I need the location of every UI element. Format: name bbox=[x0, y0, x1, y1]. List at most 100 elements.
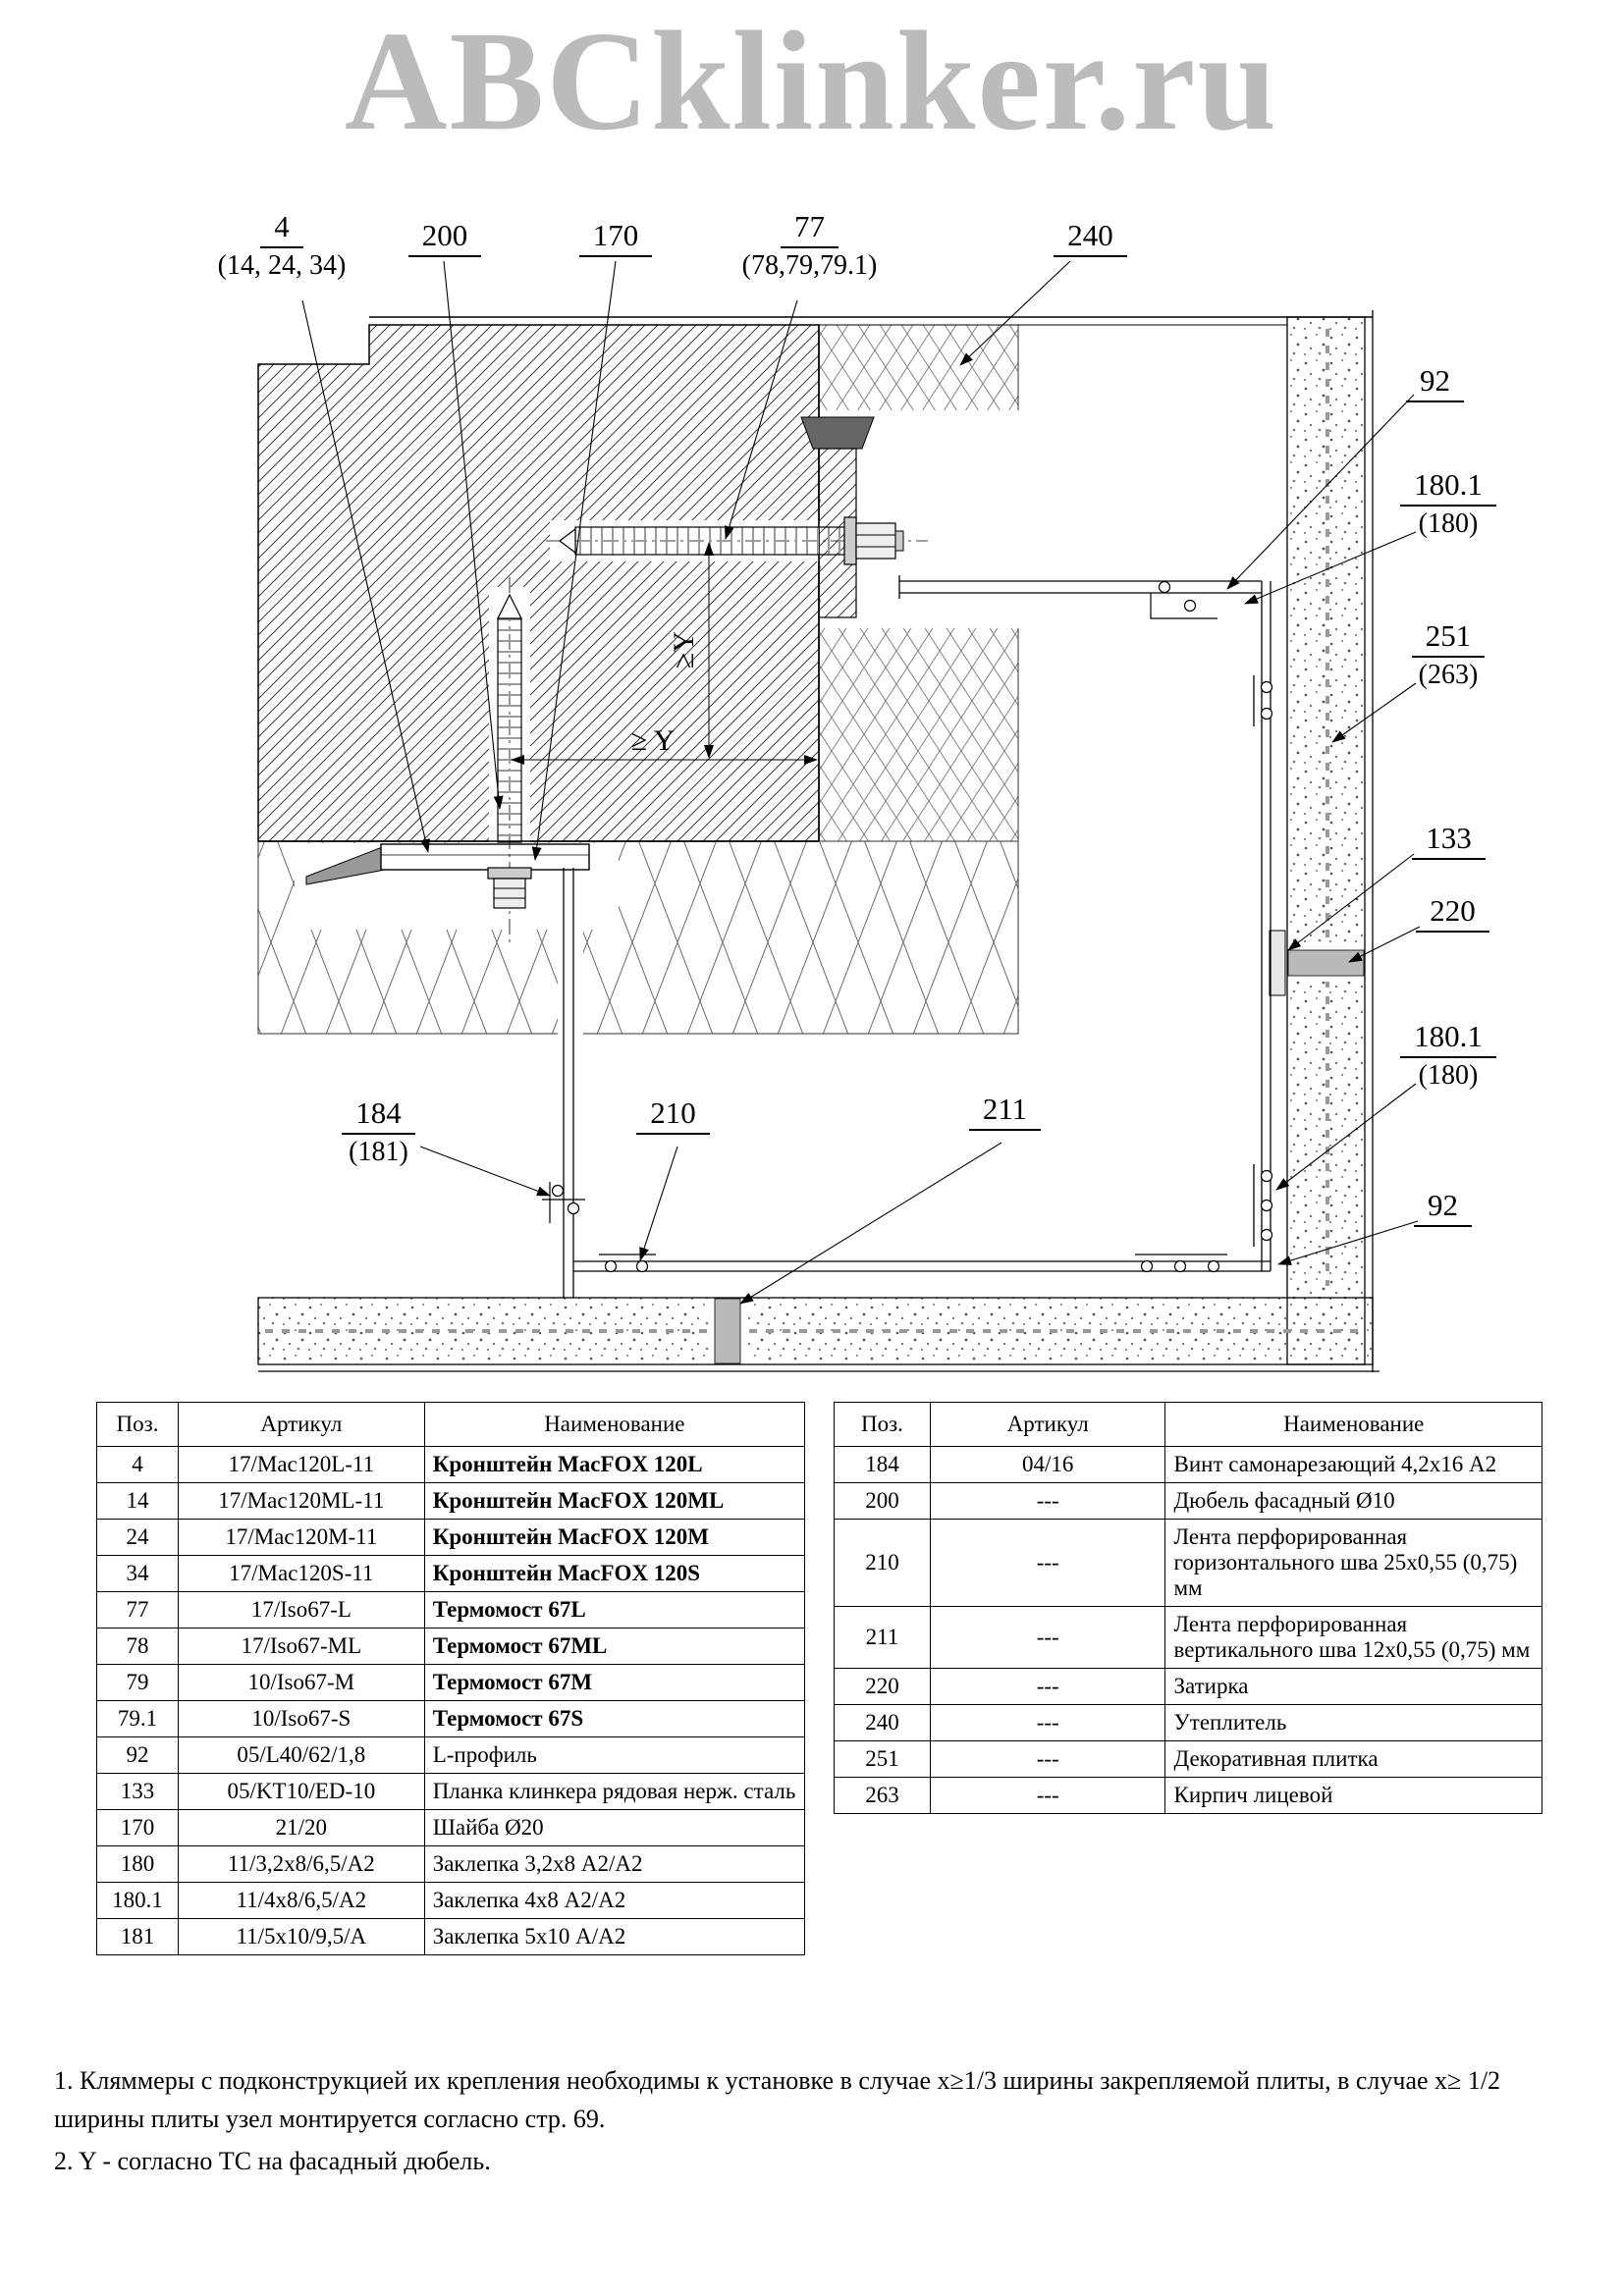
rivets bbox=[551, 580, 1273, 1273]
facade-anchor-vertical bbox=[487, 577, 532, 947]
col-header-name: Наименование bbox=[423, 1402, 806, 1447]
cell-name: Утеплитель bbox=[1164, 1704, 1542, 1741]
cell-articul: --- bbox=[929, 1740, 1166, 1778]
callout-number: 133 bbox=[1412, 822, 1486, 860]
cell-name: Заклепка 4x8 А2/А2 bbox=[423, 1882, 806, 1919]
cell-pos: 170 bbox=[96, 1809, 179, 1846]
cell-name: Кронштейн MacFOX 120ML bbox=[423, 1482, 806, 1520]
callout-number: 77 bbox=[781, 210, 839, 248]
callout-number: 184 bbox=[342, 1096, 415, 1135]
cell-pos: 184 bbox=[834, 1446, 931, 1483]
dimensions: ≥ Y ≥Y bbox=[511, 542, 818, 765]
callout-alternates: (14, 24, 34) bbox=[217, 249, 347, 281]
cell-name: Термомост 67ML bbox=[423, 1628, 806, 1665]
cell-name: Лента перфорированная вертикального шва … bbox=[1164, 1606, 1542, 1669]
cell-name: L-профиль bbox=[423, 1736, 806, 1774]
cell-articul: 10/Iso67-S bbox=[177, 1700, 425, 1737]
callout-number: 4 bbox=[260, 210, 303, 248]
callout-alternates: (180) bbox=[1418, 507, 1479, 539]
cell-name: Винт самонарезающий 4,2x16 А2 bbox=[1164, 1446, 1542, 1483]
callout-number: 220 bbox=[1416, 894, 1489, 933]
cell-pos: 210 bbox=[834, 1519, 931, 1607]
callout-number: 200 bbox=[407, 219, 482, 257]
cell-articul: 11/5x10/9,5/A bbox=[177, 1918, 425, 1955]
table-row: 220---Затирка bbox=[834, 1668, 1542, 1705]
cell-name: Кирпич лицевой bbox=[1164, 1777, 1542, 1814]
callout-number: 92 bbox=[1414, 1189, 1472, 1227]
cell-name: Планка клинкера рядовая нерж. сталь bbox=[423, 1773, 806, 1810]
cell-pos: 79.1 bbox=[96, 1700, 179, 1737]
leader-lines bbox=[301, 260, 1421, 1305]
cell-articul: 17/Mac120S-11 bbox=[177, 1555, 425, 1592]
cell-pos: 240 bbox=[834, 1704, 931, 1741]
callout-number: 180.1 bbox=[1400, 1020, 1496, 1058]
cell-pos: 251 bbox=[834, 1740, 931, 1778]
cell-pos: 180 bbox=[96, 1845, 179, 1883]
callout-77: 77 (78,79,79.1) bbox=[729, 210, 891, 282]
callout-4: 4 (14, 24, 34) bbox=[194, 210, 369, 282]
cell-articul: 17/Iso67-L bbox=[177, 1591, 425, 1629]
cell-pos: 220 bbox=[834, 1668, 931, 1705]
cell-articul: 17/Mac120ML-11 bbox=[177, 1482, 425, 1520]
cell-articul: 05/L40/62/1,8 bbox=[177, 1736, 425, 1774]
cell-pos: 24 bbox=[96, 1519, 179, 1556]
cell-articul: --- bbox=[929, 1606, 1166, 1669]
cell-pos: 79 bbox=[96, 1664, 179, 1701]
table-header-row: Поз. Артикул Наименование bbox=[96, 1402, 806, 1447]
col-header-name: Наименование bbox=[1164, 1402, 1542, 1447]
cell-articul: 11/3,2x8/6,5/A2 bbox=[177, 1845, 425, 1883]
cell-name: Термомост 67M bbox=[423, 1664, 806, 1701]
callout-200: 200 bbox=[401, 219, 489, 257]
dim-horizontal-label: ≥ Y bbox=[631, 724, 676, 757]
cell-articul: 21/20 bbox=[177, 1809, 425, 1846]
callout-alternates: (181) bbox=[349, 1136, 408, 1167]
col-header-pos: Поз. bbox=[834, 1402, 931, 1447]
cell-pos: 180.1 bbox=[96, 1882, 179, 1919]
facade-bottom bbox=[257, 1297, 1380, 1372]
hex-head bbox=[855, 522, 896, 560]
cell-pos: 200 bbox=[834, 1482, 931, 1520]
cell-articul: --- bbox=[929, 1668, 1166, 1705]
cell-articul: --- bbox=[929, 1777, 1166, 1814]
facade-wall-right bbox=[1269, 310, 1374, 1372]
callout-180-1-bottom: 180.1 (180) bbox=[1389, 1020, 1507, 1092]
cell-articul: 17/Iso67-ML bbox=[177, 1628, 425, 1665]
cell-name: Термомост 67L bbox=[423, 1591, 806, 1629]
table-row: 263---Кирпич лицевой bbox=[834, 1777, 1542, 1814]
washer bbox=[843, 516, 857, 565]
cell-pos: 211 bbox=[834, 1606, 931, 1669]
cell-pos: 181 bbox=[96, 1918, 179, 1955]
col-header-articul: Артикул bbox=[177, 1402, 425, 1447]
callout-220: 220 bbox=[1406, 894, 1499, 933]
cell-articul: 04/16 bbox=[929, 1446, 1166, 1483]
cell-articul: --- bbox=[929, 1704, 1166, 1741]
cell-name: Заклепка 5x10 А/А2 bbox=[423, 1918, 806, 1955]
cell-name: Кронштейн MacFOX 120S bbox=[423, 1555, 806, 1592]
cell-articul: 11/4x8/6,5/A2 bbox=[177, 1882, 425, 1919]
cell-name: Шайба Ø20 bbox=[423, 1809, 806, 1846]
callout-240: 240 bbox=[1044, 219, 1137, 257]
cell-pos: 78 bbox=[96, 1628, 179, 1665]
bracket-plate bbox=[305, 843, 590, 885]
notes: 1. Кляммеры с подконструкцией их креплен… bbox=[54, 2061, 1586, 2184]
cell-articul: 17/Mac120L-11 bbox=[177, 1446, 425, 1483]
table-header-row: Поз. Артикул Наименование bbox=[834, 1402, 1542, 1447]
cell-articul: 05/KT10/ED-10 bbox=[177, 1773, 425, 1810]
cell-name: Декоративная плитка bbox=[1164, 1740, 1542, 1778]
cell-pos: 34 bbox=[96, 1555, 179, 1592]
cell-pos: 14 bbox=[96, 1482, 179, 1520]
washer bbox=[487, 867, 532, 880]
callout-number: 180.1 bbox=[1400, 468, 1496, 507]
cell-pos: 92 bbox=[96, 1736, 179, 1774]
